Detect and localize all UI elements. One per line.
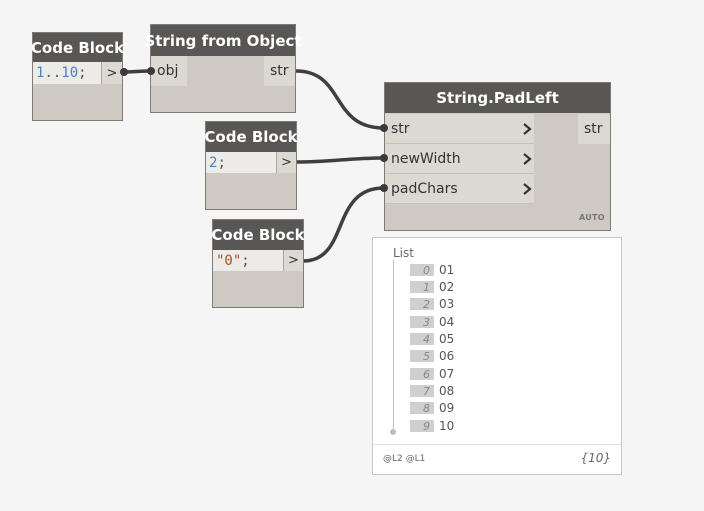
list-value: 02 [439, 280, 455, 294]
list-index: 5 [410, 350, 434, 363]
list-value: 06 [439, 349, 455, 363]
chevron-right-icon [522, 144, 532, 173]
code-input-width[interactable]: 2; [206, 152, 276, 173]
code-string: "0" [216, 252, 242, 269]
code-terminator: ; [241, 252, 250, 269]
list-value: 10 [439, 419, 455, 433]
list-value: 03 [439, 297, 455, 311]
port-label: padChars [391, 180, 458, 197]
list-item: 6 07 [410, 367, 454, 381]
node-title: Code Block [31, 33, 124, 62]
list-index: 8 [410, 402, 434, 415]
output-port[interactable]: > [283, 250, 303, 271]
list-levels: @L2 @L1 [383, 454, 426, 464]
list-item: 4 05 [410, 332, 454, 346]
list-tree-line [393, 260, 394, 432]
code-block-node-width[interactable]: Code Block 2; > [204, 121, 298, 210]
list-item: 8 09 [410, 401, 454, 415]
list-index: 2 [410, 298, 434, 311]
list-index: 4 [410, 333, 434, 346]
list-header: List [393, 246, 414, 260]
chevron-right-icon [522, 114, 532, 143]
code-number: 2 [209, 154, 218, 171]
node-title: Code Block [211, 220, 305, 250]
code-block-node-range[interactable]: Code Block 1..10; > [31, 32, 124, 121]
input-port-obj[interactable]: obj [151, 56, 187, 86]
code-number: 1 [36, 65, 45, 81]
wire-zero-to-padchars [302, 186, 385, 263]
list-value: 05 [439, 332, 455, 346]
wire-str-to-padleft-str [295, 69, 385, 130]
port-label: newWidth [391, 150, 461, 167]
input-port-padchars[interactable]: padChars [385, 174, 534, 204]
list-index: 7 [410, 385, 434, 398]
list-index: 9 [410, 420, 434, 433]
connector-dot [380, 124, 388, 132]
connector-dot [120, 68, 128, 76]
connector-dot [147, 67, 155, 75]
port-label: str [391, 120, 410, 137]
output-port[interactable]: > [276, 152, 296, 173]
list-index: 6 [410, 368, 434, 381]
list-item: 7 08 [410, 384, 454, 398]
code-input-range[interactable]: 1..10; [33, 62, 101, 84]
node-title: String from Object [144, 25, 302, 56]
list-value: 04 [439, 315, 455, 329]
list-index: 0 [410, 264, 434, 277]
code-terminator: ; [78, 65, 87, 81]
code-block-node-padchar[interactable]: Code Block "0"; > [211, 219, 305, 308]
connector-dot [380, 154, 388, 162]
list-value: 07 [439, 367, 455, 381]
output-port[interactable]: > [101, 62, 122, 84]
output-port-str[interactable]: str [264, 56, 295, 86]
output-port-str[interactable]: str [578, 114, 610, 144]
list-index: 3 [410, 316, 434, 329]
list-value: 01 [439, 263, 455, 277]
lacing-indicator: AUTO [579, 213, 605, 222]
list-item: 1 02 [410, 280, 454, 294]
list-item: 9 10 [410, 419, 454, 433]
code-operator: .. [44, 65, 62, 81]
connector-dot [380, 184, 388, 192]
node-title: String.PadLeft [385, 83, 610, 113]
preview-footer [373, 444, 621, 474]
wire-width-to-newwidth [296, 156, 385, 164]
list-value: 09 [439, 401, 455, 415]
code-number: 10 [61, 65, 79, 81]
node-title: Code Block [204, 122, 298, 152]
list-count: {10} [580, 451, 611, 465]
string-from-object-node[interactable]: String from Object obj str [144, 24, 302, 113]
list-item: 5 06 [410, 349, 454, 363]
string-padleft-node[interactable]: String.PadLeft str newWidth padChars str [384, 82, 611, 231]
list-item: 0 01 [410, 263, 454, 277]
list-value: 08 [439, 384, 455, 398]
list-tree-end [390, 429, 396, 435]
list-item: 3 04 [410, 315, 454, 329]
code-terminator: ; [217, 154, 226, 171]
input-port-newwidth[interactable]: newWidth [385, 144, 534, 174]
chevron-right-icon [522, 174, 532, 203]
list-item: 2 03 [410, 297, 454, 311]
code-input-padchar[interactable]: "0"; [213, 250, 283, 271]
input-port-str[interactable]: str [385, 114, 534, 144]
list-index: 1 [410, 281, 434, 294]
